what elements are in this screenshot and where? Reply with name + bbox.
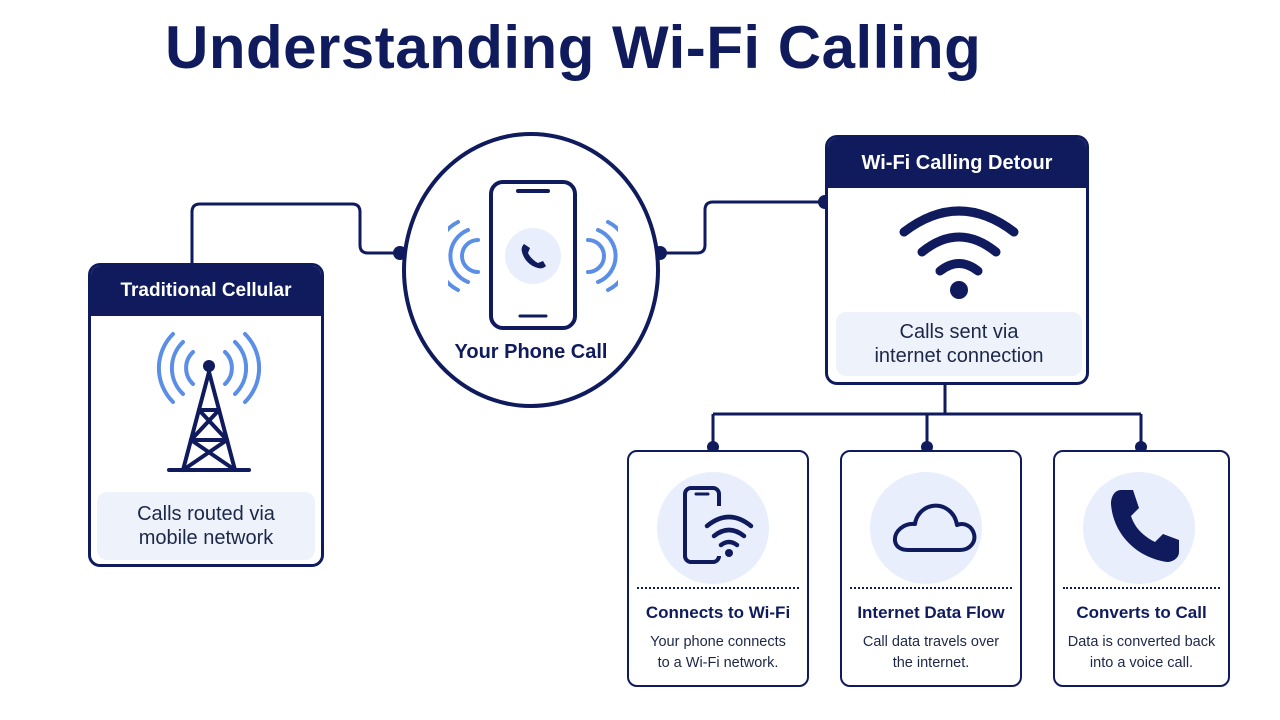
your-phone-call-label: Your Phone Call	[454, 341, 608, 363]
traditional-cellular-header: Traditional Cellular	[91, 266, 321, 316]
step-separator	[1063, 587, 1220, 589]
step-description: Your phone connects to a Wi-Fi network.	[635, 632, 801, 674]
step-desc-line-2: to a Wi-Fi network.	[657, 655, 779, 671]
wifi-note-line-1: Calls sent via	[899, 321, 1019, 343]
phone-handset-icon	[1111, 490, 1179, 562]
step-title: Connects to Wi-Fi	[645, 603, 791, 622]
step-description: Data is converted back into a voice call…	[1061, 632, 1222, 674]
wifi-calling-note: Calls sent via internet connection	[836, 312, 1082, 376]
step-description: Call data travels over the internet.	[848, 632, 1014, 674]
your-phone-call-node: Your Phone Call	[402, 132, 660, 408]
cloud-icon	[892, 503, 977, 552]
traditional-note-line-2: mobile network	[138, 527, 274, 549]
step-desc-line-1: Call data travels over	[862, 634, 1000, 650]
traditional-note-line-1: Calls routed via	[137, 503, 275, 525]
step-desc-line-1: Data is converted back	[1067, 634, 1216, 650]
step-desc-line-2: the internet.	[892, 655, 970, 671]
wifi-calling-detour-header: Wi-Fi Calling Detour	[828, 138, 1086, 188]
step-separator	[637, 587, 799, 589]
wifi-calling-detour-card: Wi-Fi Calling Detour Calls sent via inte…	[825, 135, 1089, 385]
step-icon-circle	[1083, 472, 1195, 584]
step-desc-line-1: Your phone connects	[650, 634, 786, 650]
step-icon-circle	[870, 472, 982, 584]
step-connects-to-wifi-card: Connects to Wi-Fi Your phone connects to…	[627, 450, 809, 687]
traditional-cellular-note: Calls routed via mobile network	[97, 492, 315, 560]
step-internet-data-flow-card: Internet Data Flow Call data travels ove…	[840, 450, 1022, 687]
step-separator	[850, 587, 1012, 589]
traditional-cellular-card: Traditional Cellular Calls routed via mo…	[88, 263, 324, 567]
step-title: Internet Data Flow	[857, 603, 1005, 622]
wifi-icon	[899, 206, 1019, 299]
smartphone-call-icon	[448, 180, 618, 330]
phone-wifi-icon	[683, 486, 754, 564]
step-desc-line-2: into a voice call.	[1089, 655, 1194, 671]
page-title: Understanding Wi-Fi Calling	[165, 14, 982, 81]
step-title: Converts to Call	[1076, 603, 1207, 622]
wifi-note-line-2: internet connection	[874, 345, 1044, 367]
cell-tower-icon	[156, 332, 262, 472]
step-converts-to-call-card: Converts to Call Data is converted back …	[1053, 450, 1230, 687]
